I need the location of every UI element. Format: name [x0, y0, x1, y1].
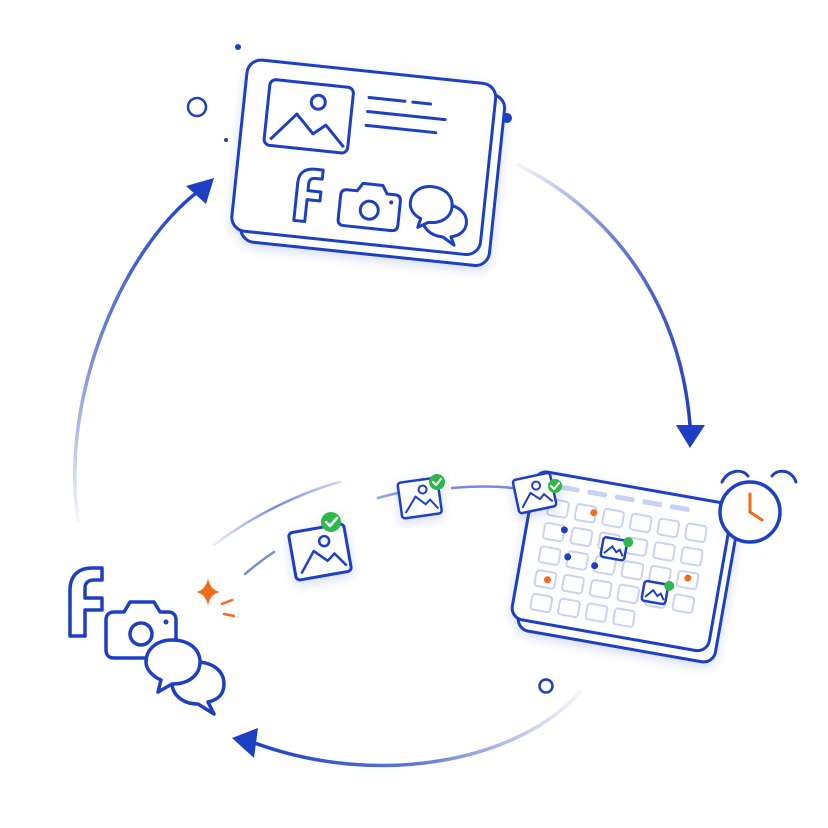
- compose-post-card: [230, 58, 507, 268]
- decor-circle: [538, 678, 554, 694]
- published-post-icon: [287, 512, 353, 582]
- publishing-trail: [212, 480, 514, 576]
- calendar-markers: [543, 509, 692, 584]
- cycle-arrow-right: [516, 163, 705, 448]
- chat-bubbles-icon: [408, 185, 468, 247]
- social-channels: [68, 566, 226, 716]
- cycle-arrow-left: [73, 178, 214, 522]
- calendar-icon: [510, 470, 740, 664]
- scheduled-post-icon: [599, 536, 634, 562]
- published-post-icon: [511, 471, 562, 515]
- check-badge: [429, 474, 445, 490]
- cycle-arrow-bottom: [232, 690, 582, 768]
- image-icon: [262, 78, 355, 155]
- scheduled-post-icon: [640, 579, 675, 606]
- alarm-clock-icon: [718, 469, 798, 544]
- decor-dot: [235, 44, 241, 50]
- published-post-icon: [396, 474, 445, 520]
- facebook-icon: [292, 167, 325, 223]
- camera-icon: [336, 181, 402, 233]
- decor-circle: [186, 96, 208, 118]
- facebook-icon: [68, 566, 104, 638]
- sparkle-icon: [196, 578, 236, 618]
- decor-dot: [224, 138, 228, 142]
- text-lines-icon: [364, 96, 447, 135]
- chat-bubbles-icon: [144, 638, 226, 716]
- check-badge: [321, 512, 341, 532]
